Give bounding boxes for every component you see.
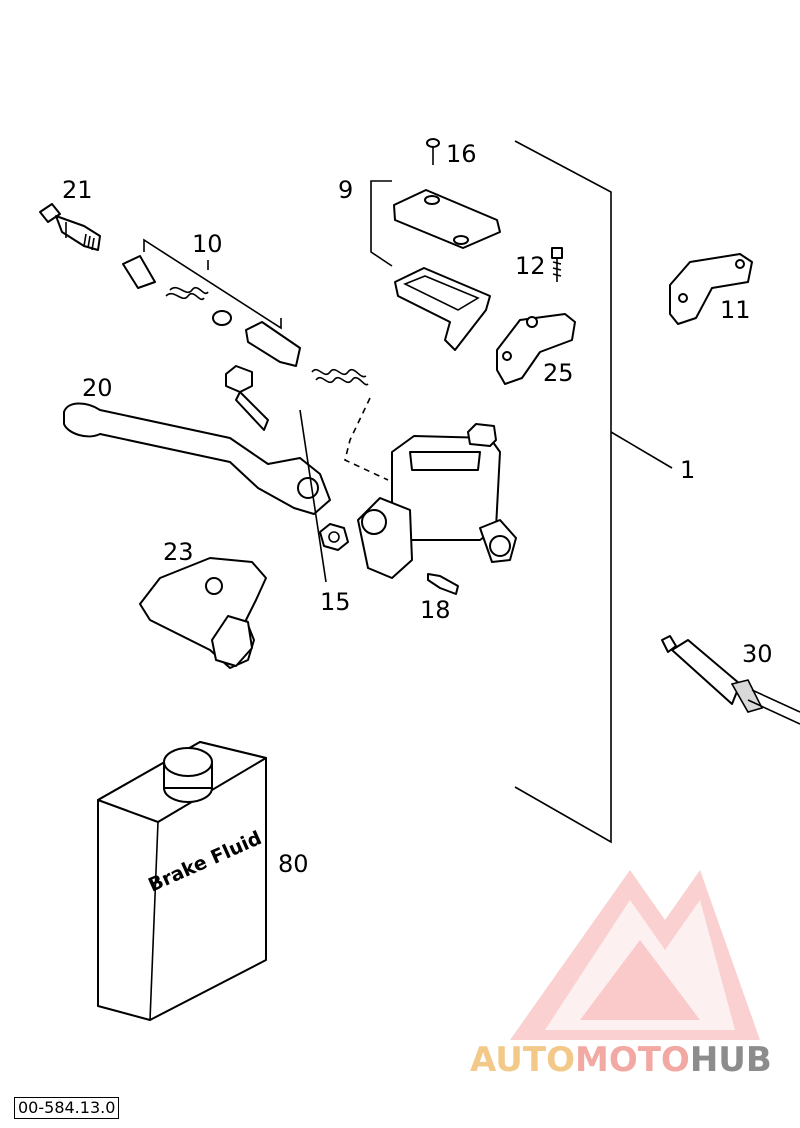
- dashed-guide: [344, 397, 389, 481]
- callout-12: 12: [515, 252, 546, 280]
- reservoir-cover-9: [370, 180, 501, 351]
- callout-21: 21: [62, 176, 93, 204]
- callout-18: 18: [420, 596, 451, 624]
- piston-kit-10: [122, 238, 301, 367]
- watermark-part-hub: HUB: [689, 1040, 772, 1080]
- watermark-wordmark: AUTOMOTOHUB: [470, 1040, 772, 1080]
- brake-lever-20: [63, 402, 331, 515]
- clamp-11: [669, 253, 753, 325]
- callout-20: 20: [82, 374, 113, 402]
- screw-12: [551, 247, 563, 282]
- lever-cover-23: [139, 557, 267, 669]
- watermark-part-auto: AUTO: [470, 1040, 575, 1080]
- hose-fitting-30: [661, 635, 800, 725]
- callout-11: 11: [720, 296, 751, 324]
- assembly-bracket-lines: [514, 140, 673, 844]
- callout-30: 30: [742, 640, 773, 668]
- bleed-nipple-18: [427, 573, 459, 595]
- callout-9: 9: [338, 176, 353, 204]
- screw-16: [426, 138, 440, 165]
- callout-23: 23: [163, 538, 194, 566]
- callout-16: 16: [446, 140, 477, 168]
- callout-1: 1: [680, 456, 695, 484]
- callout-25: 25: [543, 359, 574, 387]
- callout-15: 15: [320, 588, 351, 616]
- drawing-code: 00-584.13.0: [14, 1097, 120, 1119]
- watermark-logo-mark: [510, 870, 760, 1040]
- spring: [311, 368, 369, 386]
- clamp-25: [496, 313, 576, 385]
- brake-fluid-bottle-80: Brake Fluid: [97, 741, 267, 1021]
- callout-10: 10: [192, 230, 223, 258]
- nut-15: [299, 409, 349, 583]
- master-cylinder-body: [357, 423, 517, 579]
- watermark-part-moto: MOTO: [574, 1040, 690, 1080]
- bleed-screw-21: [39, 203, 101, 251]
- callout-80: 80: [278, 850, 309, 878]
- pivot-bolt: [225, 365, 269, 431]
